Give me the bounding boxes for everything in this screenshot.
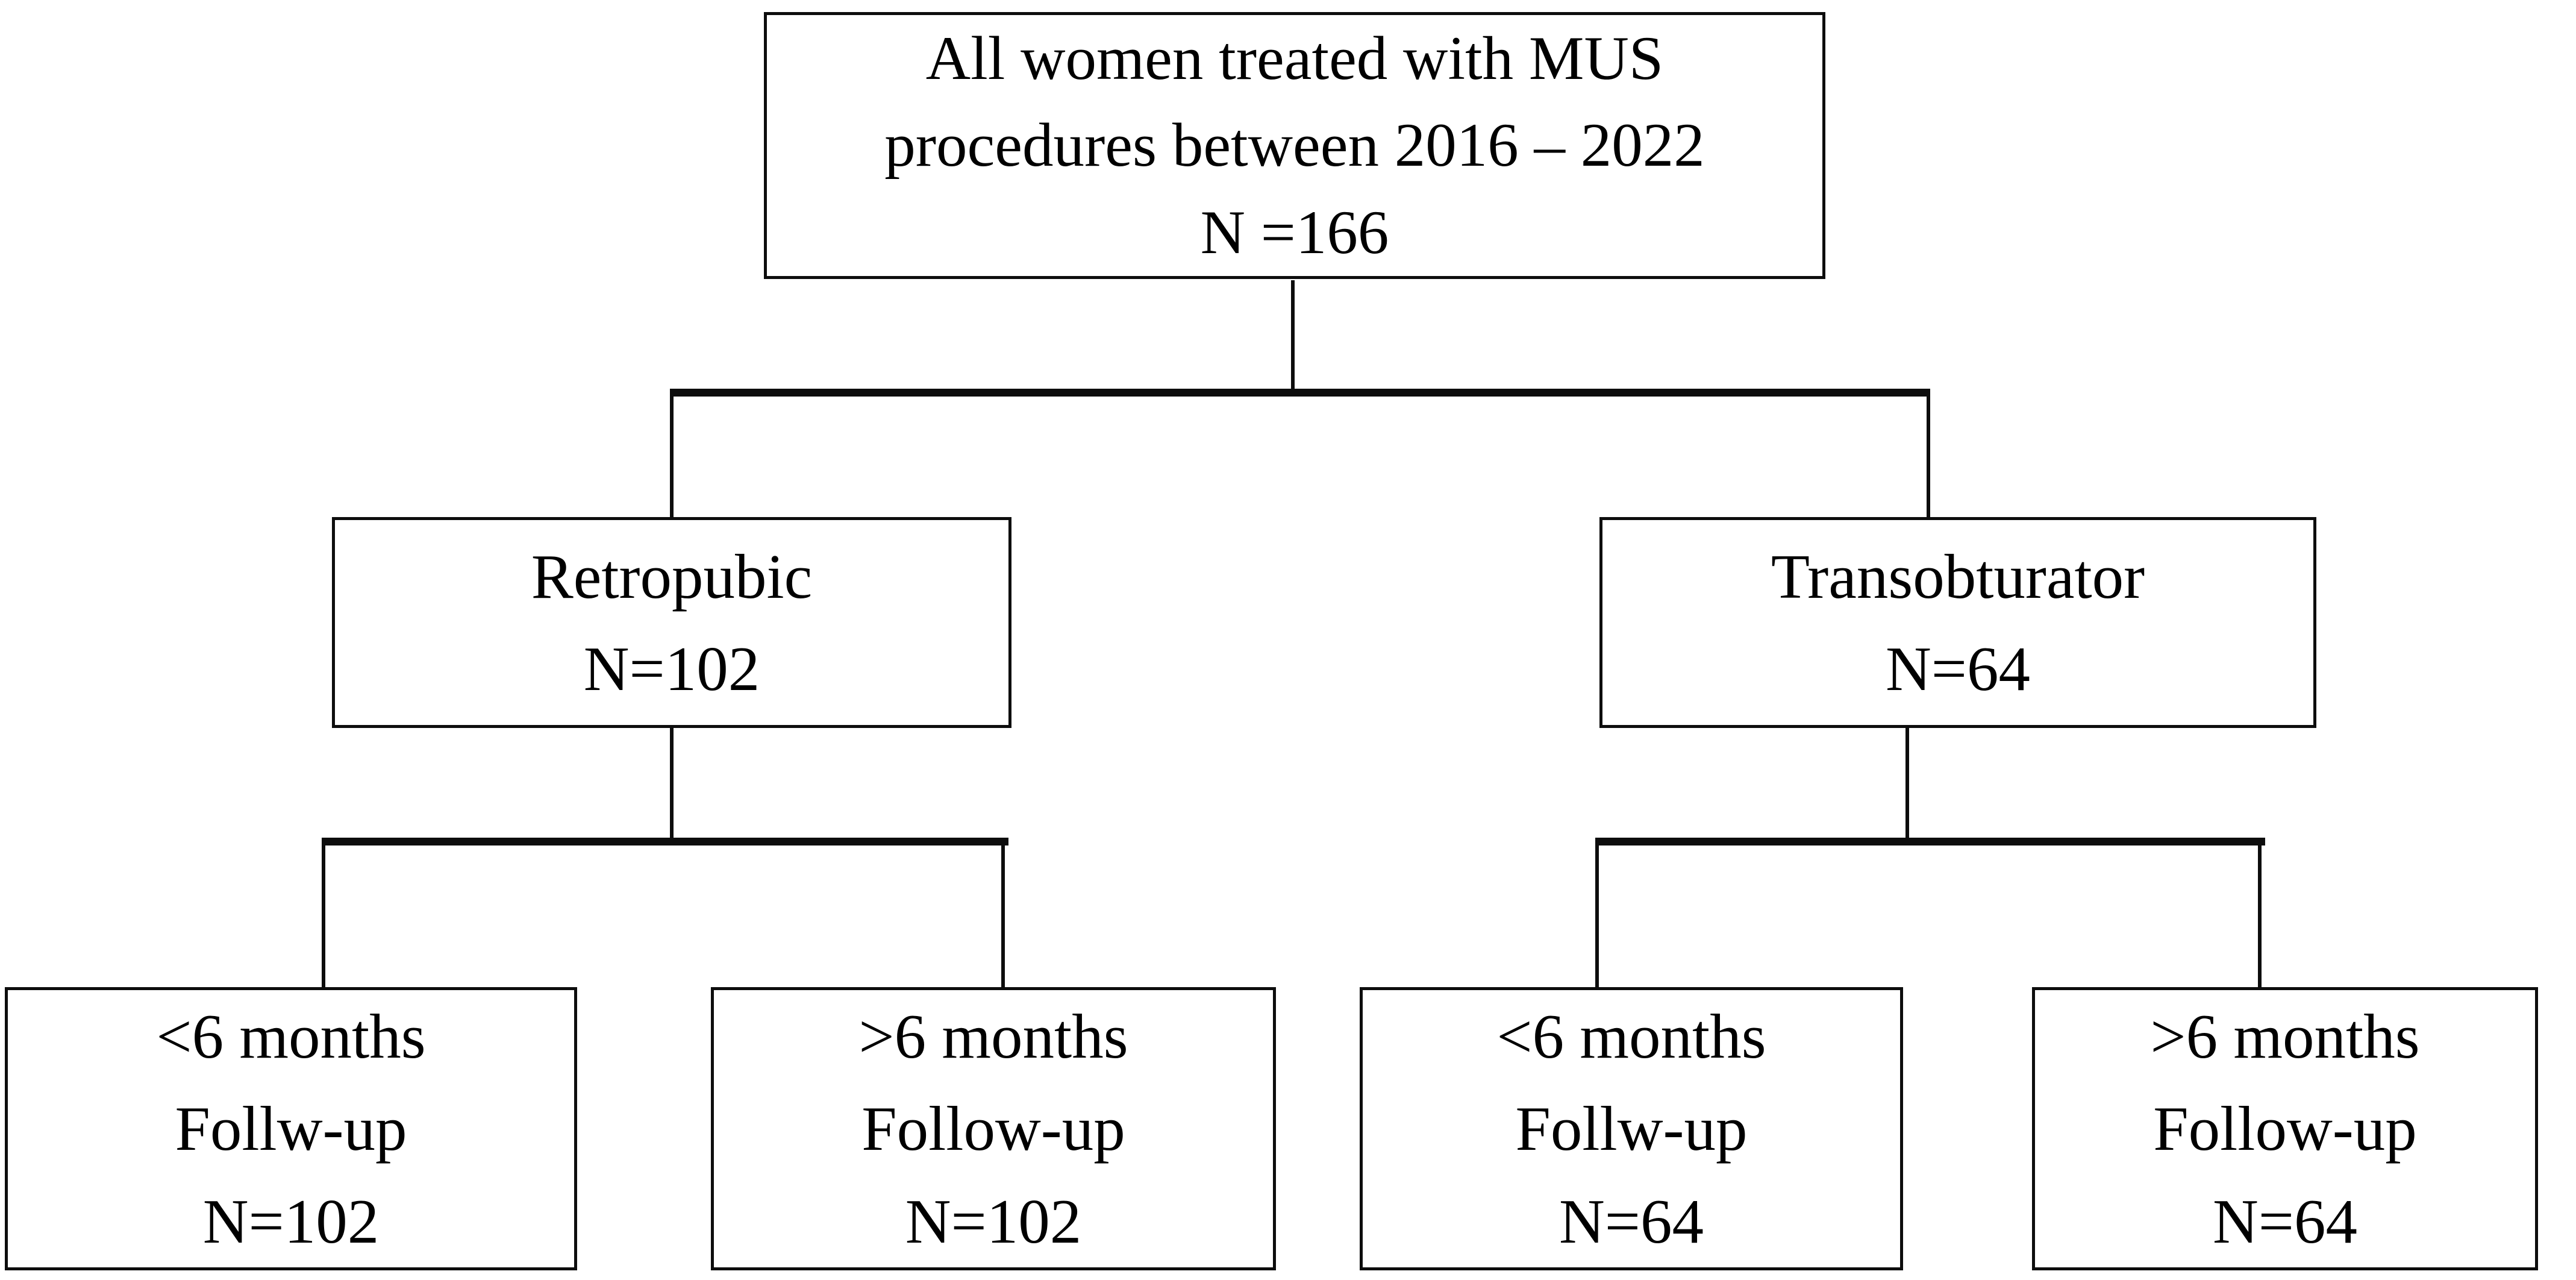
connector-to-retropubic-under6 (322, 838, 325, 990)
box-retropubic-over6-months: >6 months Follow-up N=102 (711, 987, 1276, 1270)
box-all-women: All women treated with MUS procedures be… (764, 12, 1825, 279)
connector-to-transobturator-over6 (2258, 838, 2262, 990)
box-retropubic-under6-months: <6 months Follw-up N=102 (5, 987, 577, 1270)
box-all-women-line2: procedures between 2016 – 2022 (884, 111, 1705, 180)
box-transobturator-under6-line1: <6 months (1496, 1001, 1766, 1072)
box-retropubic-over6-line2: Follow-up (861, 1093, 1125, 1164)
box-all-women-line1: All women treated with MUS (925, 24, 1664, 93)
connector-to-transobturator (1927, 389, 1930, 520)
connector-to-retropubic-over6 (1001, 838, 1005, 990)
box-transobturator-over6-count: N=64 (2212, 1185, 2358, 1256)
box-transobturator-under6-line2: Follw-up (1515, 1093, 1748, 1164)
box-transobturator: Transobturator N=64 (1599, 517, 2316, 728)
connector-level1-bar (670, 389, 1930, 397)
connector-to-transobturator-under6 (1595, 838, 1599, 990)
connector-retropubic-stem (670, 725, 674, 842)
connector-root-stem (1291, 280, 1295, 396)
box-all-women-count: N =166 (1200, 198, 1389, 267)
box-transobturator-label: Transobturator (1771, 541, 2145, 612)
box-transobturator-over6-line1: >6 months (2150, 1001, 2420, 1072)
connector-to-retropubic (670, 389, 674, 520)
connector-transobturator-bar (1595, 838, 2265, 845)
box-transobturator-over6-line2: Follow-up (2153, 1093, 2417, 1164)
box-transobturator-count: N=64 (1885, 633, 2031, 704)
box-retropubic-under6-line2: Follw-up (175, 1093, 407, 1164)
box-retropubic-label: Retropubic (531, 541, 813, 612)
box-retropubic-over6-count: N=102 (905, 1185, 1082, 1256)
box-retropubic-over6-line1: >6 months (858, 1001, 1128, 1072)
box-retropubic-count: N=102 (583, 633, 760, 704)
box-retropubic-under6-line1: <6 months (156, 1001, 426, 1072)
box-transobturator-under6-count: N=64 (1558, 1185, 1704, 1256)
connector-retropubic-bar (322, 838, 1008, 845)
box-transobturator-over6-months: >6 months Follow-up N=64 (2032, 987, 2538, 1270)
box-retropubic-under6-count: N=102 (202, 1185, 380, 1256)
box-retropubic: Retropubic N=102 (332, 517, 1011, 728)
box-transobturator-under6-months: <6 months Follw-up N=64 (1360, 987, 1903, 1270)
connector-transobturator-stem (1905, 725, 1909, 842)
